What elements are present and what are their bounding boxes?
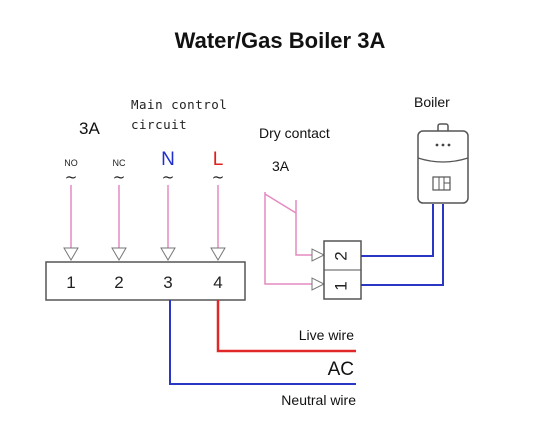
boiler-body	[417, 130, 469, 204]
boiler-dot-1	[435, 143, 439, 147]
terminal-number-1: 1	[66, 273, 75, 292]
dry-contact-terminal-2: 2	[331, 251, 350, 260]
dry-contact-label: Dry contact	[259, 125, 330, 141]
arrow-terminal-3	[160, 247, 176, 261]
terminal-no-label: NO	[64, 158, 78, 168]
arrow-terminal-2	[111, 247, 127, 261]
switch-upper-wire	[295, 200, 312, 256]
dry-contact-switch	[264, 192, 312, 285]
terminal-nc-label: NC	[113, 158, 126, 168]
main-circuit-label-line2: circuit	[131, 117, 187, 132]
arrow-terminal-4	[210, 247, 226, 261]
arrow-dry-2	[311, 248, 326, 262]
tilde-no: ~	[65, 168, 78, 186]
terminal-number-3: 3	[163, 273, 172, 292]
live-wire-line	[216, 300, 356, 353]
ac-label: AC	[328, 359, 354, 380]
boiler-wire-2	[361, 204, 434, 257]
boiler-dot-3	[447, 143, 451, 147]
terminal-n-label: N	[161, 149, 175, 170]
tilde-l: ~	[212, 168, 225, 186]
arrow-terminal-1	[63, 247, 79, 261]
boiler-panel-curve	[417, 157, 469, 163]
terminal-number-4: 4	[213, 273, 222, 292]
terminal-number-2: 2	[114, 273, 123, 292]
arrow-dry-1	[311, 277, 326, 291]
diagram-title: Water/Gas Boiler 3A	[175, 28, 386, 53]
main-rating-label: 3A	[79, 119, 100, 138]
terminal-arrows	[63, 247, 226, 261]
pink-drop-wires	[70, 185, 219, 248]
terminal-l-label: L	[213, 149, 224, 170]
live-wire-label: Live wire	[299, 327, 354, 343]
switch-lower-wire	[264, 192, 312, 285]
tilde-n: ~	[162, 168, 175, 186]
switch-blade	[264, 193, 297, 214]
main-circuit-label-line1: Main control	[131, 97, 227, 112]
boiler-dot-2	[441, 143, 445, 147]
terminal-block	[45, 261, 246, 301]
boiler-wire-1	[361, 204, 444, 286]
neutral-wire-line	[169, 300, 356, 385]
dry-contact-arrows	[311, 248, 326, 291]
dry-contact-terminal-1: 1	[331, 281, 350, 290]
boiler-label: Boiler	[414, 94, 450, 110]
neutral-wire-label: Neutral wire	[281, 392, 356, 408]
boiler-icon	[417, 123, 469, 204]
tilde-nc: ~	[113, 168, 126, 186]
dry-contact-rating: 3A	[272, 158, 290, 174]
